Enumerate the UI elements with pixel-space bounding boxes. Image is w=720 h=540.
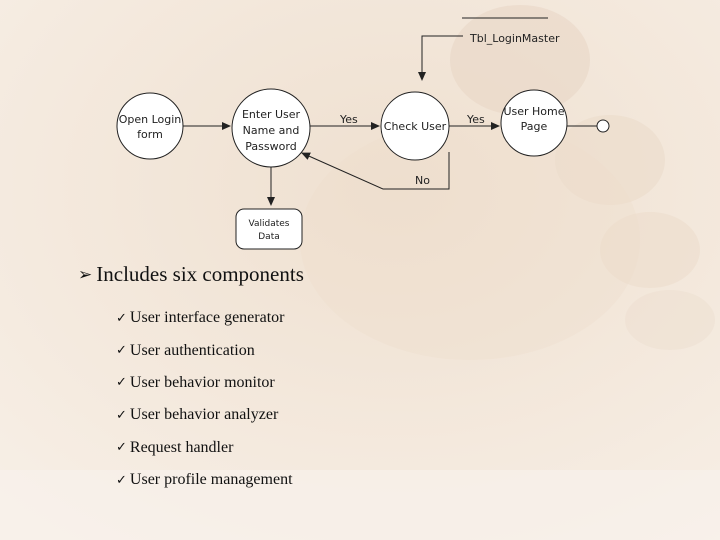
node-open-login-form: Open Login form [116, 92, 184, 160]
node-user-home-line1: User Home [503, 105, 564, 118]
node-check-user: Check User [380, 91, 450, 161]
node-check-user-label: Check User [384, 120, 447, 133]
components-heading-text: Includes six components [96, 262, 304, 286]
check-icon: ✓ [116, 310, 127, 326]
node-validates-line2: Data [258, 232, 280, 242]
check-icon: ✓ [116, 407, 127, 423]
node-user-home-page: User Home Page [500, 89, 568, 157]
list-item: ✓User interface generator [116, 302, 293, 334]
node-open-login-line2: form [137, 128, 163, 141]
list-item-label: User interface generator [129, 309, 285, 327]
check-icon: ✓ [116, 472, 127, 488]
node-enter-user-line3: Password [245, 140, 296, 153]
list-item-label: User authentication [129, 341, 255, 359]
components-list: ✓User interface generator ✓User authenti… [116, 302, 293, 496]
edge-label-yes-1: Yes [339, 113, 358, 126]
list-item: ✓User behavior analyzer [116, 399, 293, 431]
components-heading: ➢ Includes six components [78, 262, 304, 287]
node-user-home-line2: Page [521, 120, 548, 133]
node-enter-user: Enter User Name and Password [231, 88, 311, 168]
edge-datastore-to-check [418, 35, 463, 81]
list-item: ✓User profile management [116, 464, 293, 496]
end-terminal [596, 119, 610, 133]
list-item: ✓Request handler [116, 432, 293, 464]
node-enter-user-line1: Enter User [242, 108, 301, 121]
datastore-label: Tbl_LoginMaster [469, 32, 560, 45]
node-enter-user-line2: Name and [243, 124, 300, 137]
node-validates-data: Validates Data [235, 208, 303, 250]
check-icon: ✓ [116, 375, 127, 391]
list-item-label: User profile management [129, 471, 293, 489]
edge-label-yes-2: Yes [466, 113, 485, 126]
list-item-label: Request handler [129, 438, 234, 456]
list-item: ✓User behavior monitor [116, 367, 293, 399]
login-flow-diagram: Tbl_LoginMaster Open Login form Enter Us… [116, 17, 610, 250]
check-icon: ✓ [116, 343, 127, 359]
arrow-bullet-icon: ➢ [78, 264, 93, 285]
edge-check-no-back [301, 152, 450, 190]
tbl-loginmaster-datastore: Tbl_LoginMaster [462, 17, 560, 45]
node-open-login-line1: Open Login [119, 113, 182, 126]
node-validates-line1: Validates [249, 219, 290, 229]
list-item-label: User behavior monitor [129, 373, 275, 391]
edge-label-no: No [415, 174, 430, 187]
list-item-label: User behavior analyzer [129, 406, 279, 424]
list-item: ✓User authentication [116, 334, 293, 366]
check-icon: ✓ [116, 440, 127, 456]
